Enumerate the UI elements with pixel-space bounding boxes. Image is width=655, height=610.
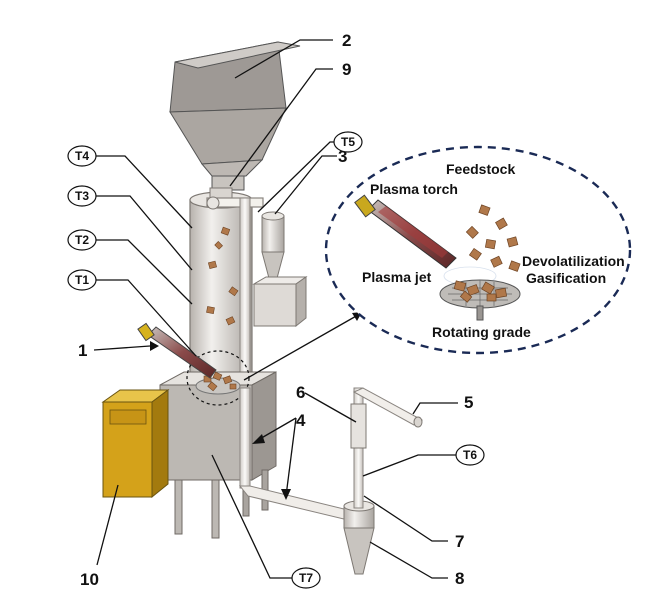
sensor-t3: T3 — [75, 189, 89, 203]
callout-6: 6 — [296, 383, 305, 402]
detail-inset: Feedstock Plasma torch Devolatilization … — [324, 145, 632, 355]
callout-4: 4 — [296, 411, 306, 430]
feed-hopper — [169, 41, 301, 191]
inset-border — [324, 145, 632, 355]
lower-cyclone — [343, 500, 375, 575]
label-devolatilization: Devolatilization — [522, 253, 625, 269]
sensor-t7: T7 — [299, 571, 313, 585]
zoom-circle — [186, 350, 250, 406]
label-gasification: Gasification — [526, 270, 606, 286]
callout-1: 1 — [78, 341, 87, 360]
callout-10: 10 — [80, 570, 99, 589]
inset-torch — [354, 194, 457, 269]
power-cabinet — [101, 389, 170, 499]
top-pipe — [206, 196, 264, 389]
label-plasma-jet: Plasma jet — [362, 269, 432, 285]
plasma-torch-main — [137, 322, 217, 379]
sensor-t1: T1 — [75, 273, 89, 287]
callout-7: 7 — [455, 532, 464, 551]
sensor-tags: T5 T4 T3 T2 T1 T6 T7 — [67, 131, 485, 589]
callout-8: 8 — [455, 569, 464, 588]
column-particles — [206, 226, 239, 326]
callout-3: 3 — [338, 147, 347, 166]
sensor-t2: T2 — [75, 233, 89, 247]
reactor-base — [159, 350, 277, 539]
inset-particles — [453, 204, 521, 303]
label-rotating-grade: Rotating grade — [432, 324, 531, 340]
callout-2: 2 — [342, 31, 351, 50]
sensor-t6: T6 — [463, 448, 477, 462]
callout-5: 5 — [464, 393, 473, 412]
label-plasma-torch: Plasma torch — [370, 181, 458, 197]
callout-9: 9 — [342, 60, 351, 79]
exhaust-line — [350, 387, 423, 509]
sensor-t5: T5 — [341, 135, 355, 149]
upper-cyclone — [252, 211, 308, 328]
sensor-t4: T4 — [75, 149, 89, 163]
label-feedstock: Feedstock — [446, 161, 515, 177]
